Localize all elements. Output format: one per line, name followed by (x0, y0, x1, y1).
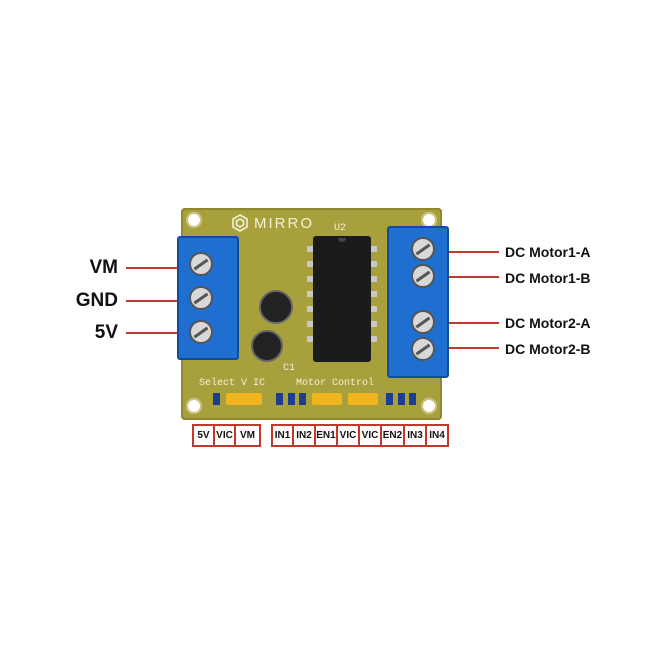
pin-label-vm: VM (234, 424, 261, 447)
pin-label-in3: IN3 (403, 424, 427, 447)
motor-terminal-block (387, 226, 449, 378)
terminal-screw-gnd[interactable] (189, 286, 213, 310)
label-gnd: GND (75, 290, 118, 311)
lead-motor1-b (442, 276, 499, 278)
terminal-screw-5v[interactable] (189, 320, 213, 344)
pin-label-vic: VIC (213, 424, 236, 447)
terminal-screw-vm[interactable] (189, 252, 213, 276)
pin-label-in1: IN1 (271, 424, 294, 447)
cap-designator: C1 (283, 363, 296, 374)
terminal-screw-motor1-a[interactable] (411, 237, 435, 261)
driver-board: MIRRO U2 C1 Select V IC Motor Control (177, 208, 449, 420)
chip-designator: U2 (334, 223, 347, 234)
brand-name: MIRRO (254, 214, 314, 232)
pin-label-vic-1: VIC (336, 424, 360, 447)
terminal-screw-motor1-b[interactable] (411, 264, 435, 288)
lead-vm (126, 267, 178, 269)
pin-label-en1: EN1 (314, 424, 338, 447)
brand-logo-icon (232, 214, 248, 232)
lead-motor2-a (442, 322, 499, 324)
pin-label-in2: IN2 (292, 424, 316, 447)
power-terminal-block (177, 236, 239, 360)
terminal-screw-motor2-a[interactable] (411, 310, 435, 334)
lead-motor2-b (442, 347, 499, 349)
en1-jumper[interactable] (312, 393, 342, 405)
select-jumper[interactable] (226, 393, 262, 405)
mount-hole (421, 398, 437, 414)
lead-motor1-a (442, 251, 499, 253)
pin-label-in4: IN4 (425, 424, 449, 447)
capacitor-top (259, 290, 293, 324)
motor-silk-label: Motor Control (296, 378, 375, 389)
en2-jumper[interactable] (348, 393, 378, 405)
lead-5v (126, 332, 178, 334)
pin-label-en2: EN2 (380, 424, 405, 447)
brand-logo: MIRRO (231, 214, 314, 232)
capacitor-bottom (251, 330, 283, 362)
lead-gnd (126, 300, 178, 302)
motor-driver-ic (307, 236, 377, 362)
mount-hole (186, 212, 202, 228)
mount-hole (186, 398, 202, 414)
mount-hole (421, 212, 437, 228)
label-motor2-b: DC Motor2-B (505, 341, 591, 357)
terminal-screw-motor2-b[interactable] (411, 337, 435, 361)
label-5v: 5V (94, 322, 118, 343)
label-motor1-a: DC Motor1-A (505, 244, 591, 260)
pin-label-vic-2: VIC (358, 424, 382, 447)
label-motor2-a: DC Motor2-A (505, 315, 591, 331)
select-silk-label: Select V IC (199, 378, 266, 389)
pin-label-5v: 5V (192, 424, 215, 447)
label-motor1-b: DC Motor1-B (505, 270, 591, 286)
label-vm: VM (89, 257, 119, 278)
